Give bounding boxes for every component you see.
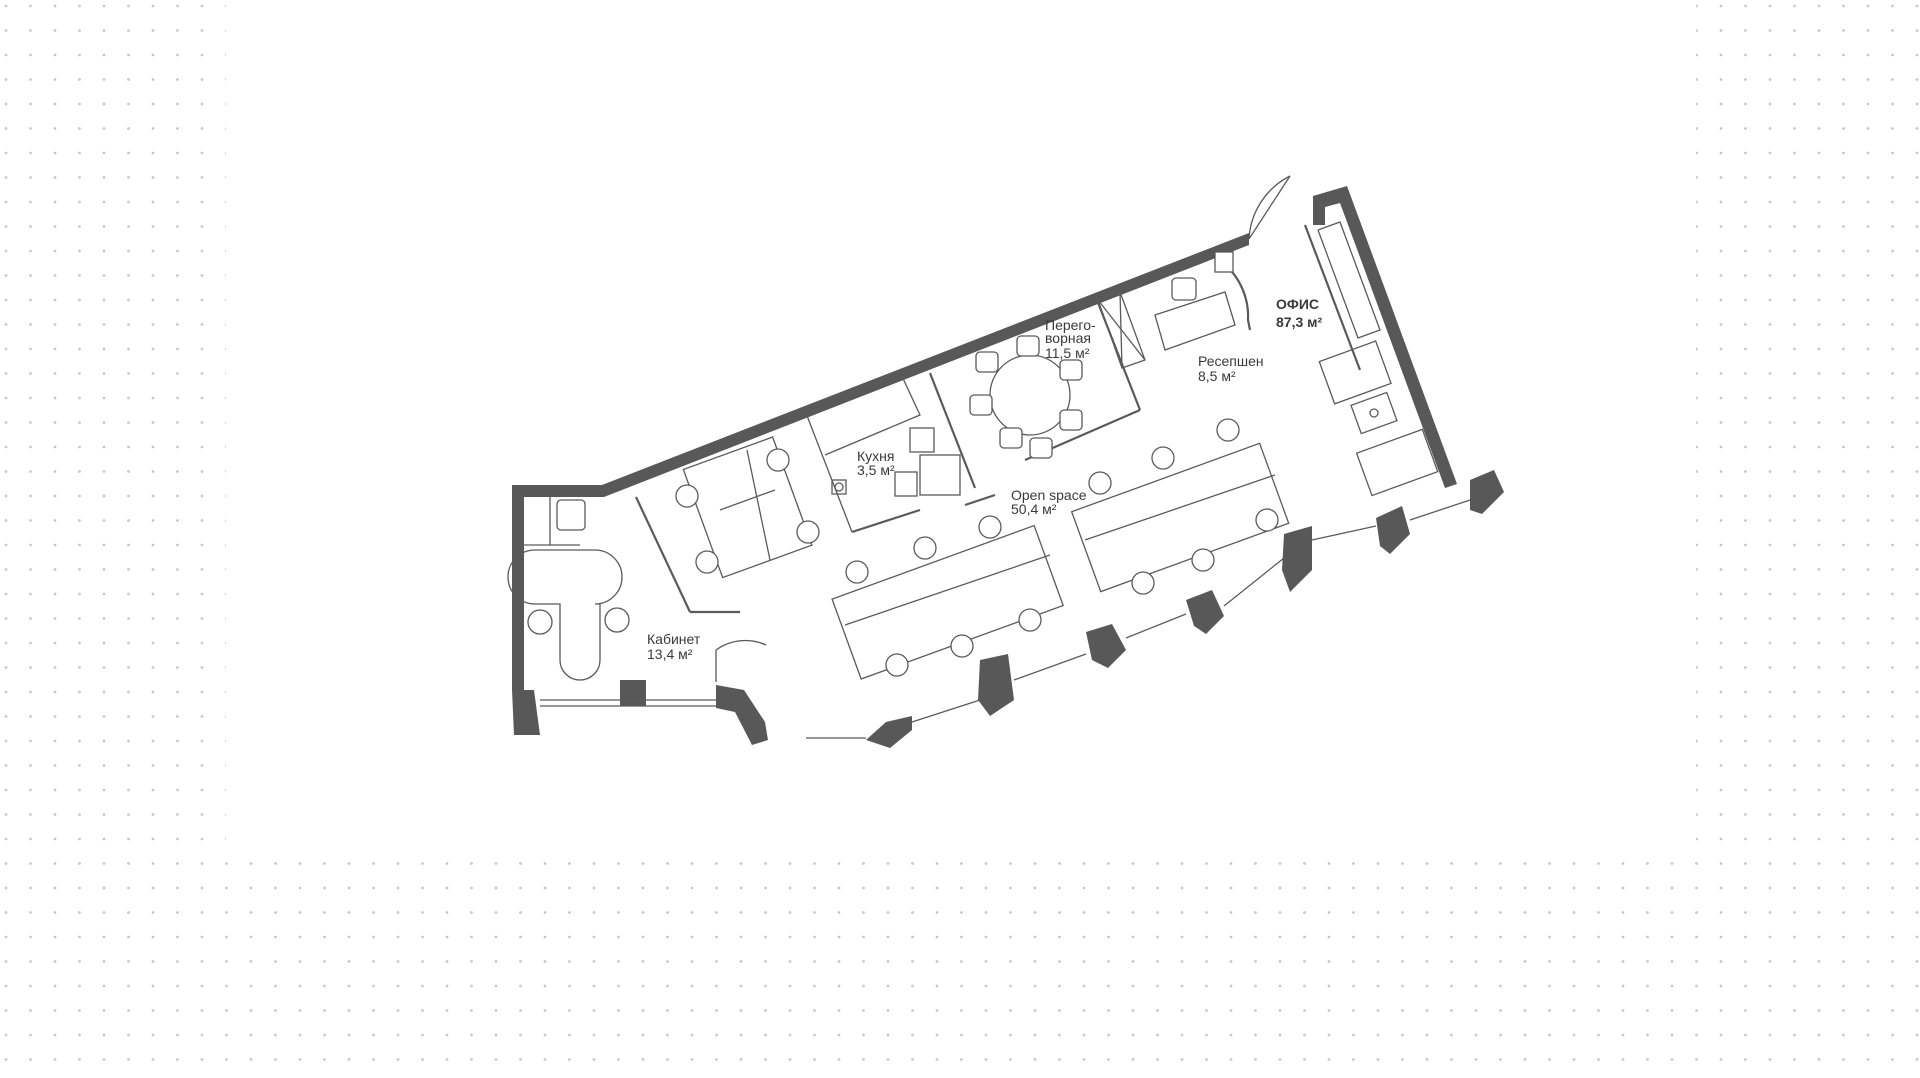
meeting-table xyxy=(969,335,1083,459)
partitions xyxy=(635,221,1381,682)
workstations xyxy=(675,418,1290,680)
open-space-area: 50,4 м² xyxy=(1011,501,1057,517)
meeting-room-label-line1: Перего- xyxy=(1045,317,1096,333)
reception-desk xyxy=(1154,251,1236,351)
office-title: ОФИС xyxy=(1276,296,1319,312)
lounge-furniture xyxy=(1318,340,1439,497)
plan-backdrop xyxy=(226,0,1696,845)
room-labels: ОФИС 87,3 м² Ресепшен 8,5 м² Перего- вор… xyxy=(647,296,1322,662)
cabinet-furniture xyxy=(507,497,630,681)
kitchen-furniture xyxy=(804,371,961,497)
meeting-room-label-line2: ворная xyxy=(1045,330,1091,346)
outer-walls xyxy=(512,186,1504,748)
cabinet-label: Кабинет xyxy=(647,631,701,647)
open-space-label: Open space xyxy=(1011,487,1087,503)
reception-area: 8,5 м² xyxy=(1198,368,1236,384)
office-area: 87,3 м² xyxy=(1276,314,1322,330)
meeting-room-area: 11,5 м² xyxy=(1045,345,1090,361)
entrance-door xyxy=(1248,175,1291,240)
kitchen-label: Кухня xyxy=(857,448,894,464)
reception-label: Ресепшен xyxy=(1198,353,1264,369)
cabinet-area: 13,4 м² xyxy=(647,646,693,662)
kitchen-area: 3,5 м² xyxy=(857,462,895,478)
